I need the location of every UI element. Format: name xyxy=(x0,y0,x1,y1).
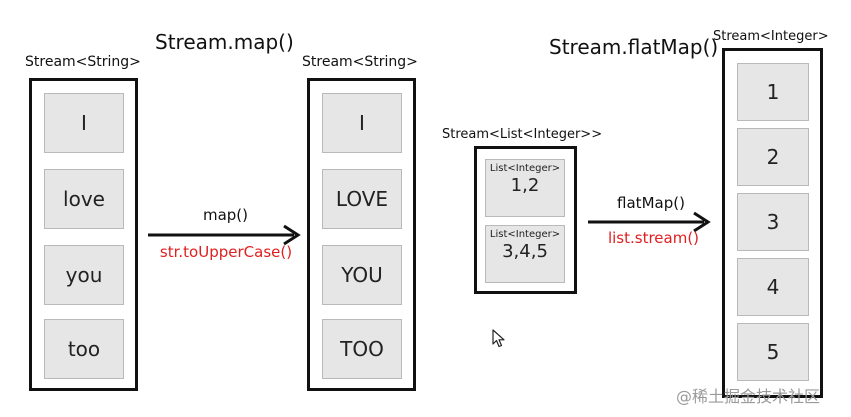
flatmap-title: Stream.flatMap() xyxy=(549,35,719,59)
map-arrow xyxy=(148,224,301,246)
stream3-list-item: List<Integer> 3,4,5 xyxy=(485,225,565,283)
list-type-label: List<Integer> xyxy=(489,229,561,240)
stream3-list-item: List<Integer> 1,2 xyxy=(485,159,565,217)
stream2-item: I xyxy=(322,93,402,153)
stream2-item: TOO xyxy=(322,319,402,379)
stream3-label: Stream<List<Integer>> xyxy=(442,127,603,142)
flatmap-arrow xyxy=(588,211,711,233)
mouse-pointer-icon xyxy=(492,329,505,348)
stream2-item: LOVE xyxy=(322,169,402,229)
stream1-label: Stream<String> xyxy=(25,54,141,70)
stream4-item: 1 xyxy=(737,63,809,121)
stream1-item: I xyxy=(44,93,124,153)
stream4-box: 1 2 3 4 5 xyxy=(722,48,823,398)
stream2-label: Stream<String> xyxy=(302,54,418,70)
stream4-label: Stream<Integer> xyxy=(713,29,829,44)
map-op-label: map() xyxy=(202,206,249,224)
stream2-box: I LOVE YOU TOO xyxy=(307,78,416,391)
stream4-item: 5 xyxy=(737,323,809,381)
stream1-box: I love you too xyxy=(29,78,138,391)
stream2-item: YOU xyxy=(322,245,402,305)
stream4-item: 3 xyxy=(737,193,809,251)
stream4-item: 4 xyxy=(737,258,809,316)
stream4-item: 2 xyxy=(737,128,809,186)
stream1-item: too xyxy=(44,319,124,379)
map-function-label: str.toUpperCase() xyxy=(159,243,293,261)
stream1-item: love xyxy=(44,169,124,229)
flatmap-function-label: list.stream() xyxy=(607,229,700,247)
stream1-item: you xyxy=(44,245,124,305)
list-type-label: List<Integer> xyxy=(489,163,561,174)
stream3-box: List<Integer> 1,2 List<Integer> 3,4,5 xyxy=(474,146,577,294)
list-values: 1,2 xyxy=(510,175,540,196)
flatmap-op-label: flatMap() xyxy=(617,194,685,212)
watermark: @稀土掘金技术社区 xyxy=(676,387,821,406)
map-title: Stream.map() xyxy=(155,30,294,54)
list-values: 3,4,5 xyxy=(502,241,548,262)
